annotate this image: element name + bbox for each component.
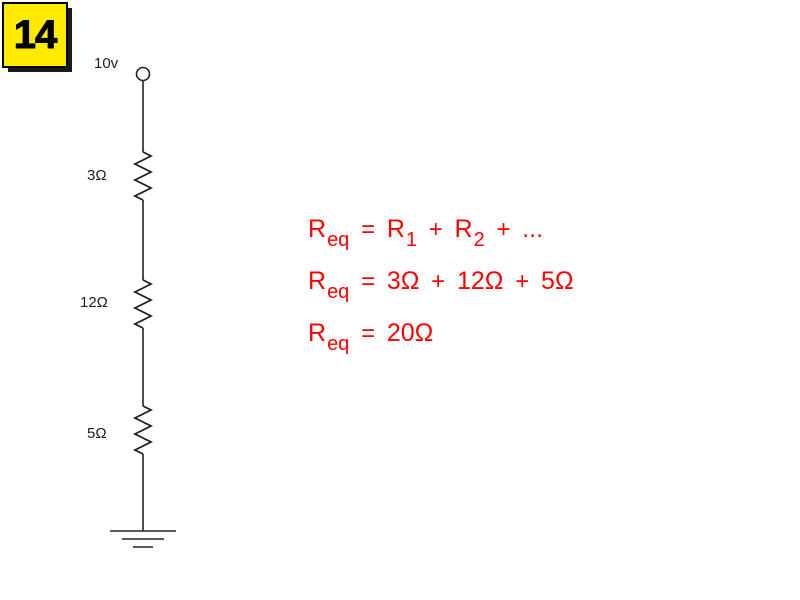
resistor-1-label: 3Ω [87, 167, 107, 184]
eq1-term-r1-sub: 1 [405, 229, 418, 251]
badge-box: 14 [2, 2, 68, 68]
slide-number-badge: 14 [2, 2, 72, 72]
resistor-3-label: 5Ω [87, 425, 107, 442]
eq2-plus-2: + [515, 268, 530, 295]
eq1-plus-2: + [496, 216, 511, 243]
eq2-term-5ohm: 5Ω [540, 267, 574, 295]
source-label: 10v [94, 55, 119, 72]
eq1-term-r1: R [386, 215, 405, 243]
eq3-equals: = [361, 320, 376, 347]
eq1-lhs-sub: eq [327, 229, 350, 251]
resistor-2 [132, 279, 154, 329]
ground-symbol [110, 530, 176, 548]
eq2-lhs-sub: eq [327, 281, 350, 303]
source-terminal [135, 66, 151, 82]
eq3-result-20ohm: 20Ω [386, 319, 434, 347]
eq1-term-r2-sub: 2 [473, 229, 485, 251]
resistor-2-label: 12Ω [80, 294, 108, 311]
eq1-lhs: R [308, 215, 327, 243]
eq1-ellipsis: ... [522, 215, 544, 243]
resistor-3 [132, 405, 154, 455]
resistor-1 [132, 151, 154, 201]
eq2-equals: = [361, 268, 376, 295]
eq1-term-r2: R [454, 215, 473, 243]
eq3-lhs-sub: eq [327, 333, 350, 355]
badge-number: 14 [13, 13, 57, 57]
eq1-plus-1: + [428, 216, 443, 243]
equations-block: Req = R1 + R2 + ... Req = 3Ω + 12Ω + 5Ω … [308, 208, 574, 364]
eq2-term-3ohm: 3Ω [386, 267, 420, 295]
eq2-plus-1: + [431, 268, 446, 295]
eq2-term-12ohm: 12Ω [456, 267, 504, 295]
equation-line-2: Req = 3Ω + 12Ω + 5Ω [308, 260, 574, 312]
equation-line-3: Req = 20Ω [308, 312, 574, 364]
eq1-equals: = [361, 216, 376, 243]
equation-line-1: Req = R1 + R2 + ... [308, 208, 574, 260]
eq2-lhs: R [308, 267, 327, 295]
eq3-lhs: R [308, 319, 327, 347]
